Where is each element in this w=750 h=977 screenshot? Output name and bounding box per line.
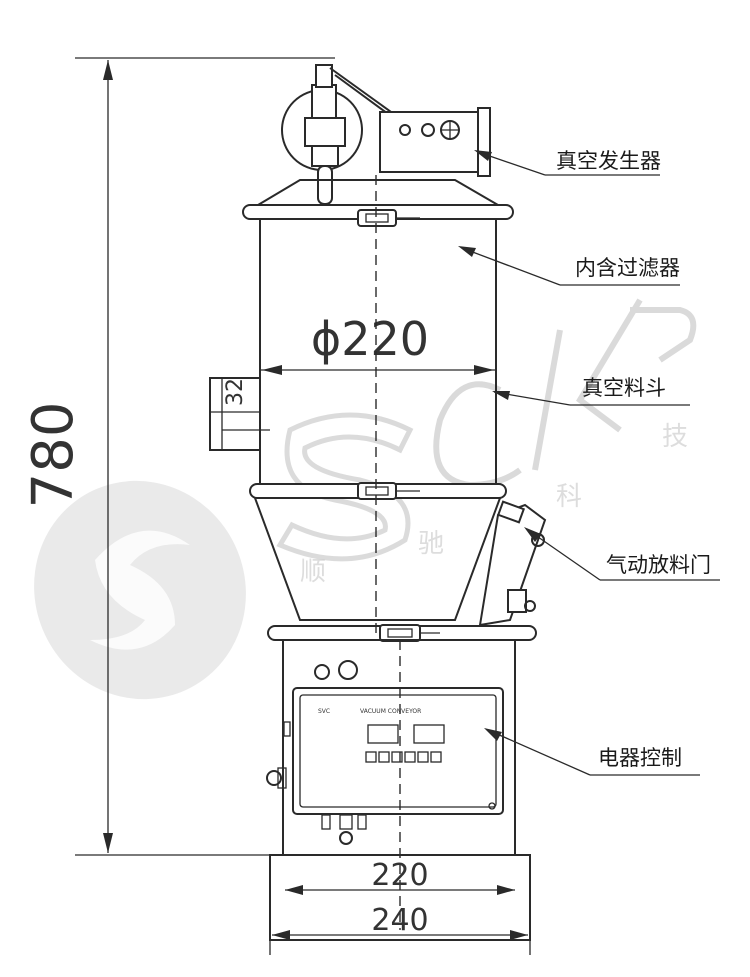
base-inner-dimension-text: 220 [371, 858, 428, 893]
vacuum-hopper-cylinder: ϕ220 [259, 218, 497, 485]
callout-electrical-control: 电器控制 [484, 728, 700, 776]
control-panel-title: VACUUM CONVEYOR [360, 708, 421, 715]
callout-internal-filter-text: 内含过滤器 [575, 256, 680, 280]
base-plate [269, 854, 531, 941]
material-inlet: 32 [209, 377, 270, 451]
hopper-cone [254, 497, 501, 621]
callout-vacuum-generator-text: 真空发生器 [556, 149, 661, 173]
inlet-dimension-text: 32 [223, 378, 248, 406]
electrical-cabinet: SVC VACUUM CONVEYOR [266, 639, 516, 856]
height-dimension-text: 780 [21, 402, 86, 509]
watermark-logo [34, 480, 246, 700]
base-inner-dimension: 220 [285, 858, 515, 895]
control-panel-logo: SVC [318, 708, 330, 715]
vacuum-generator [281, 64, 491, 205]
callout-vacuum-hopper-text: 真空料斗 [582, 376, 666, 400]
height-dimension: 780 [21, 57, 335, 856]
base-outer-dimension: 240 [269, 903, 531, 955]
watermark-char-3: 科 [556, 482, 582, 512]
base-outer-dimension-text: 240 [371, 903, 428, 938]
clamp-middle [357, 482, 420, 500]
callout-vacuum-generator: 真空发生器 [474, 149, 661, 176]
callout-electrical-control-text: 电器控制 [598, 746, 682, 770]
control-panel-buttons [365, 751, 442, 763]
callout-internal-filter: 内含过滤器 [458, 246, 680, 286]
watermark-sck-letters [276, 298, 697, 562]
watermark-char-4: 技 [662, 422, 688, 452]
callout-vacuum-hopper: 真空料斗 [492, 376, 690, 406]
callout-discharge-valve-text: 气动放料门 [606, 553, 711, 577]
diameter-dimension-text: ϕ220 [311, 312, 429, 366]
clamp-top [357, 209, 420, 227]
callout-discharge-valve: 气动放料门 [524, 527, 720, 581]
pneumatic-discharge-valve [478, 500, 547, 627]
watermark-char-2: 驰 [418, 529, 444, 559]
watermark-char-1: 顺 [300, 557, 326, 587]
